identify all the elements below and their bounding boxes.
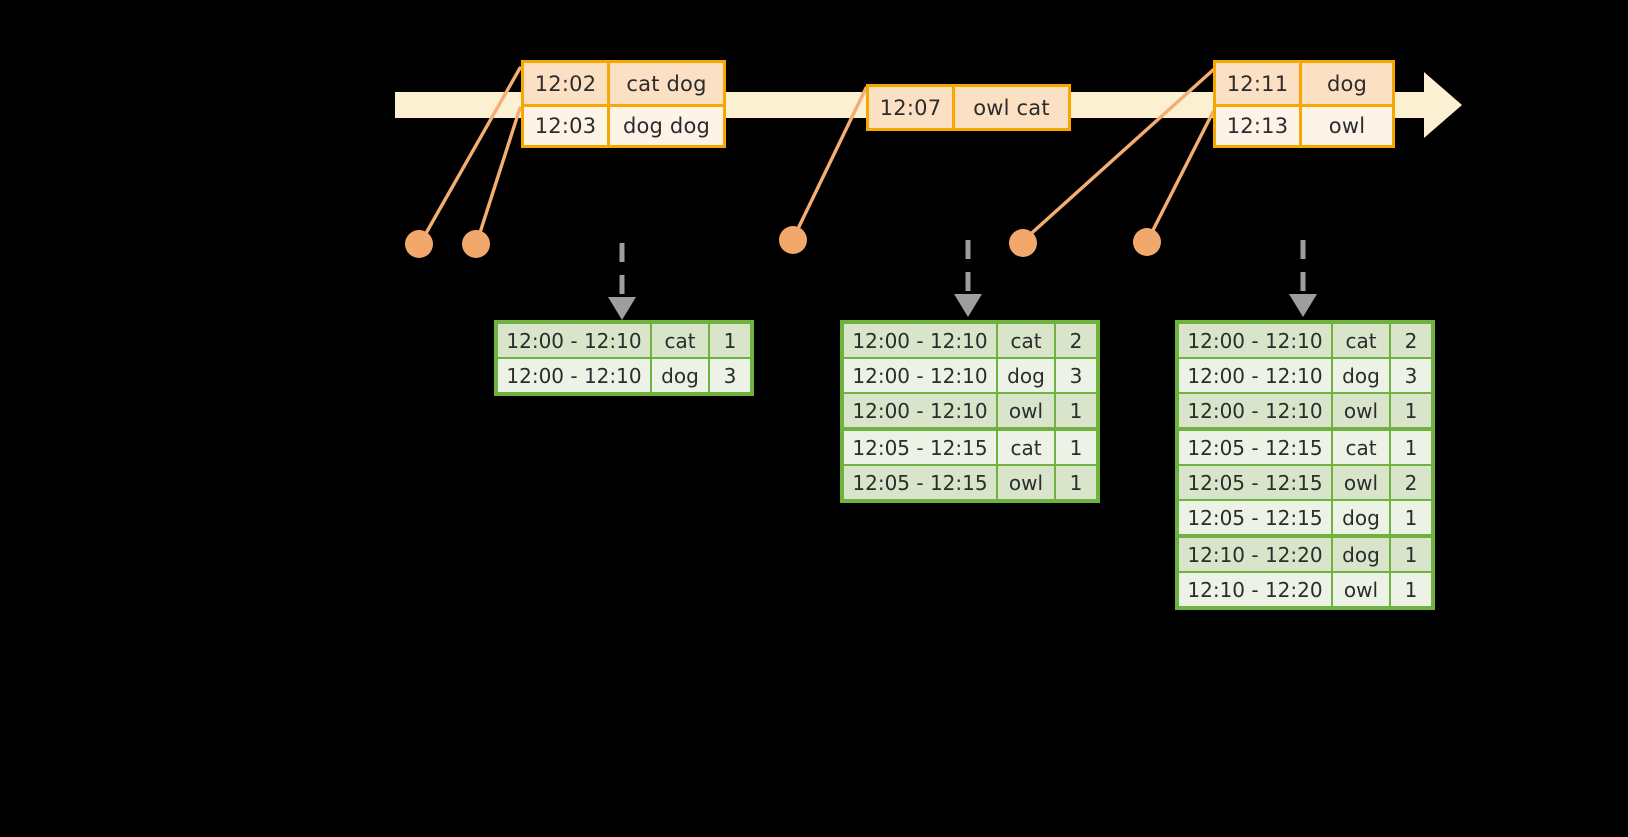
table-row[interactable]: 12:00 - 12:10 dog 3 (844, 359, 1096, 392)
table-row[interactable]: 12:00 - 12:10 owl 1 (844, 394, 1096, 427)
event-time: 12:11 (1216, 63, 1302, 104)
event-time: 12:03 (524, 107, 610, 145)
window-cell: 12:05 - 12:15 (844, 466, 996, 499)
table-row[interactable]: 12:00 - 12:10 cat 2 (844, 324, 1096, 357)
event-payload: cat dog (626, 71, 707, 96)
key-cell: dog (1333, 501, 1389, 534)
count-cell: 1 (1391, 431, 1431, 464)
event-box-group-3[interactable]: 12:11 dog 12:13 owl (1213, 60, 1395, 148)
event-dot-2 (462, 230, 490, 258)
result-table-3[interactable]: 12:00 - 12:10 cat 2 12:00 - 12:10 dog 3 … (1175, 320, 1435, 610)
table-row[interactable]: 12:05 - 12:15 cat 1 (1179, 431, 1431, 464)
count-cell: 1 (1391, 501, 1431, 534)
table-row[interactable]: 12:00 - 12:10 dog 3 (498, 359, 750, 392)
window-cell: 12:05 - 12:15 (1179, 466, 1331, 499)
table-row[interactable]: 12:00 - 12:10 dog 3 (1179, 359, 1431, 392)
event-row[interactable]: 12:13 owl (1216, 104, 1392, 145)
count-cell: 3 (1391, 359, 1431, 392)
window-cell: 12:10 - 12:20 (1179, 538, 1331, 571)
window-cell: 12:00 - 12:10 (498, 324, 650, 357)
key-cell: cat (652, 324, 708, 357)
count-cell: 1 (1391, 573, 1431, 606)
count-cell: 2 (1391, 324, 1431, 357)
connector-line-2 (475, 106, 522, 244)
key-cell: dog (652, 359, 708, 392)
event-dot-5 (1133, 228, 1161, 256)
count-cell: 1 (1056, 394, 1096, 427)
event-dot-3 (779, 226, 807, 254)
count-cell: 1 (1056, 431, 1096, 464)
table-row[interactable]: 12:00 - 12:10 cat 1 (498, 324, 750, 357)
event-row[interactable]: 12:03 dog dog (524, 104, 723, 145)
table-row[interactable]: 12:00 - 12:10 cat 2 (1179, 324, 1431, 357)
result-table-1[interactable]: 12:00 - 12:10 cat 1 12:00 - 12:10 dog 3 (494, 320, 754, 396)
window-cell: 12:05 - 12:15 (1179, 501, 1331, 534)
emit-arrow-1 (608, 243, 636, 320)
emit-arrow-3 (1289, 240, 1317, 317)
count-cell: 1 (1056, 466, 1096, 499)
event-dot-4 (1009, 229, 1037, 257)
key-cell: cat (1333, 324, 1389, 357)
key-cell: owl (1333, 394, 1389, 427)
emit-arrow-2 (954, 240, 982, 317)
connector-line-3 (792, 86, 868, 239)
table-row[interactable]: 12:00 - 12:10 owl 1 (1179, 394, 1431, 427)
key-cell: owl (998, 394, 1054, 427)
count-cell: 1 (1391, 394, 1431, 427)
key-cell: owl (998, 466, 1054, 499)
table-row[interactable]: 12:05 - 12:15 cat 1 (844, 431, 1096, 464)
key-cell: cat (1333, 431, 1389, 464)
window-cell: 12:00 - 12:10 (1179, 359, 1331, 392)
event-payload: owl cat (973, 95, 1050, 120)
table-row[interactable]: 12:10 - 12:20 owl 1 (1179, 573, 1431, 606)
key-cell: dog (1333, 359, 1389, 392)
key-cell: dog (998, 359, 1054, 392)
key-cell: dog (1333, 538, 1389, 571)
window-cell: 12:05 - 12:15 (1179, 431, 1331, 464)
event-dot-1 (405, 230, 433, 258)
window-cell: 12:00 - 12:10 (1179, 324, 1331, 357)
window-cell: 12:00 - 12:10 (844, 394, 996, 427)
count-cell: 3 (1056, 359, 1096, 392)
table-row[interactable]: 12:10 - 12:20 dog 1 (1179, 538, 1431, 571)
key-cell: cat (998, 324, 1054, 357)
event-time: 12:02 (524, 63, 610, 104)
connector-line-1 (419, 66, 522, 244)
event-time: 12:07 (869, 87, 955, 128)
key-cell: owl (1333, 573, 1389, 606)
window-cell: 12:05 - 12:15 (844, 431, 996, 464)
event-payload: dog dog (622, 114, 711, 138)
event-box-group-1[interactable]: 12:02 cat dog 12:03 dog dog (521, 60, 726, 148)
count-cell: 1 (1391, 538, 1431, 571)
event-time: 12:13 (1216, 107, 1302, 145)
table-row[interactable]: 12:05 - 12:15 owl 1 (844, 466, 1096, 499)
window-cell: 12:10 - 12:20 (1179, 573, 1331, 606)
event-row[interactable]: 12:07 owl cat (869, 87, 1068, 128)
event-payload: owl (1328, 114, 1366, 138)
event-payload: dog (1326, 71, 1368, 96)
connector-line-5 (1146, 110, 1215, 242)
count-cell: 1 (710, 324, 750, 357)
emit-arrows (608, 240, 1317, 320)
event-box-group-2[interactable]: 12:07 owl cat (866, 84, 1071, 131)
key-cell: owl (1333, 466, 1389, 499)
count-cell: 2 (1391, 466, 1431, 499)
result-table-2[interactable]: 12:00 - 12:10 cat 2 12:00 - 12:10 dog 3 … (840, 320, 1100, 503)
key-cell: cat (998, 431, 1054, 464)
count-cell: 3 (710, 359, 750, 392)
table-row[interactable]: 12:05 - 12:15 owl 2 (1179, 466, 1431, 499)
window-cell: 12:00 - 12:10 (844, 324, 996, 357)
table-row[interactable]: 12:05 - 12:15 dog 1 (1179, 501, 1431, 534)
window-cell: 12:00 - 12:10 (498, 359, 650, 392)
event-row[interactable]: 12:02 cat dog (524, 63, 723, 104)
window-cell: 12:00 - 12:10 (844, 359, 996, 392)
window-cell: 12:00 - 12:10 (1179, 394, 1331, 427)
count-cell: 2 (1056, 324, 1096, 357)
event-row[interactable]: 12:11 dog (1216, 63, 1392, 104)
event-dots (405, 226, 1161, 258)
